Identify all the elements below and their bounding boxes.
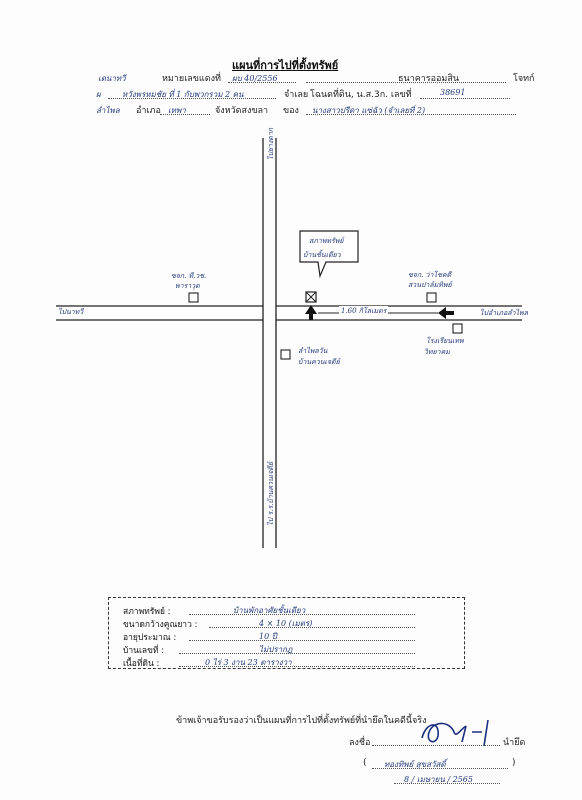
of-label: ของ <box>283 106 299 116</box>
shop-nw-marker <box>188 292 199 303</box>
deed-number: ผบ 40/2556 <box>232 74 278 83</box>
road-east-label: ไปอำเภอลำไพล <box>480 309 528 317</box>
school-se-marker <box>452 323 463 334</box>
summary-size-label: ขนาดกว้างคูณยาว : <box>123 620 198 630</box>
sign-role: นำยึด <box>503 738 526 748</box>
summary-size-value: 4 × 10 (เมตร) <box>259 619 313 628</box>
school-line-2: วิทยาคม <box>424 348 450 356</box>
plaintiff-label: โจทก์ <box>513 74 535 84</box>
paren-open: ( <box>363 758 367 768</box>
callout-line-2: บ้านชั้นเดียว <box>303 251 341 259</box>
bank-dotline <box>306 82 506 83</box>
bank-name: ธนาคารออมสิน <box>398 74 459 84</box>
district-dotline <box>160 114 210 115</box>
summary-houseno-value: ไม่ปรากฏ <box>259 645 293 654</box>
owner-name: นางสาวปรีดา แซ่ฉัว (จำเลยที่ 2) <box>312 106 426 115</box>
property-marker-cross-b <box>305 291 317 303</box>
paren-close: ) <box>512 758 516 768</box>
distance-label: 1.60 กิโลเมตร <box>339 306 389 317</box>
summary-houseno-dotline <box>179 653 415 654</box>
sign-date: 8 / เมษายน / 2565 <box>404 775 473 784</box>
summary-area-dotline <box>179 666 415 667</box>
summary-age-label: อายุประมาณ : <box>123 633 177 643</box>
deed-label: หมายเลขแดงที่ <box>162 74 221 84</box>
certify-text: ข้าพเจ้าขอรับรองว่าเป็นแผนที่การไปที่ตั้… <box>176 716 427 726</box>
signature-scribble <box>421 719 489 747</box>
defendant-name: หวังพรหมชัย ที่ 1 กับพวกรวม 2 คน <box>122 90 244 99</box>
property-callout <box>299 230 359 279</box>
summary-type-label: สภาพทรัพย์ : <box>123 607 171 617</box>
summary-age-dotline <box>189 640 415 641</box>
shop-ne-line-2: สวนปาล์มทิพย์ <box>408 281 452 289</box>
house-sw-line-2: บ้านควนเจดีย์ <box>298 358 340 366</box>
summary-type-value: บ้านพักอาศัยชั้นเดียว <box>233 606 306 615</box>
land-dotline <box>420 98 510 99</box>
sign-label: ลงชื่อ <box>349 738 371 748</box>
district-label: อำเภอ <box>136 106 161 116</box>
subdistrict: ลำไพล <box>96 106 120 115</box>
land-number: 38691 <box>440 88 466 97</box>
shop-ne-line-1: ซจก. ว่าโชคดี <box>408 271 452 279</box>
shop-ne-marker <box>426 292 437 303</box>
land-label: โฉนดที่ดิน, น.ส.3ก. เลขที่ <box>310 90 412 100</box>
row2-prefix: ผ <box>96 90 101 99</box>
province-label: จังหวัดสงขลา <box>215 106 269 116</box>
summary-area-label: เนื้อที่ดิน : <box>123 659 160 669</box>
arrow-left-icon <box>438 307 454 319</box>
arrow-up-icon <box>305 305 317 320</box>
row1-prefix: เดนาทวี <box>98 74 126 83</box>
signer-name: ทองทิพย์ สุขสวัสดิ์ <box>384 760 446 769</box>
defendant-label: จำเลย <box>284 90 309 100</box>
callout-line-1: สภาพทรัพย์ <box>309 237 344 245</box>
signer-dotline <box>372 768 508 769</box>
summary-type-dotline <box>189 614 415 615</box>
summary-age-value: 10 ปี <box>259 632 277 641</box>
road-north-label: ไปยางดาก <box>267 128 275 161</box>
owner-dotline <box>306 114 516 115</box>
shop-nw-line-2: พาราวุด <box>175 282 200 290</box>
district: เทพา <box>168 106 186 115</box>
summary-size-dotline <box>209 627 415 628</box>
shop-nw-line-1: ซจก. ที.วช. <box>171 272 207 280</box>
road-south-label: ไป ร.ร.บ้านควนเจดีย์ <box>267 462 275 526</box>
summary-area-value: 0 ไร่ 3 งาน 23 ตารางวา <box>205 658 292 667</box>
summary-houseno-label: บ้านเลขที่ : <box>123 646 165 656</box>
school-line-1: โรงเรียนเทพ <box>426 337 464 345</box>
defendant-dotline <box>108 98 276 99</box>
property-summary-box: สภาพทรัพย์ : บ้านพักอาศัยชั้นเดียว ขนาดก… <box>108 597 465 669</box>
road-west-label: ไปนาทวี <box>58 308 84 316</box>
date-dotline <box>394 783 500 784</box>
page-title: แผนที่การไปที่ตั้งทรัพย์ <box>232 59 339 72</box>
sign-dotline <box>372 745 500 746</box>
house-sw-line-1: ลำไพลวัน <box>298 347 328 355</box>
deed-dotline <box>228 82 296 83</box>
house-sw-marker <box>280 349 291 360</box>
